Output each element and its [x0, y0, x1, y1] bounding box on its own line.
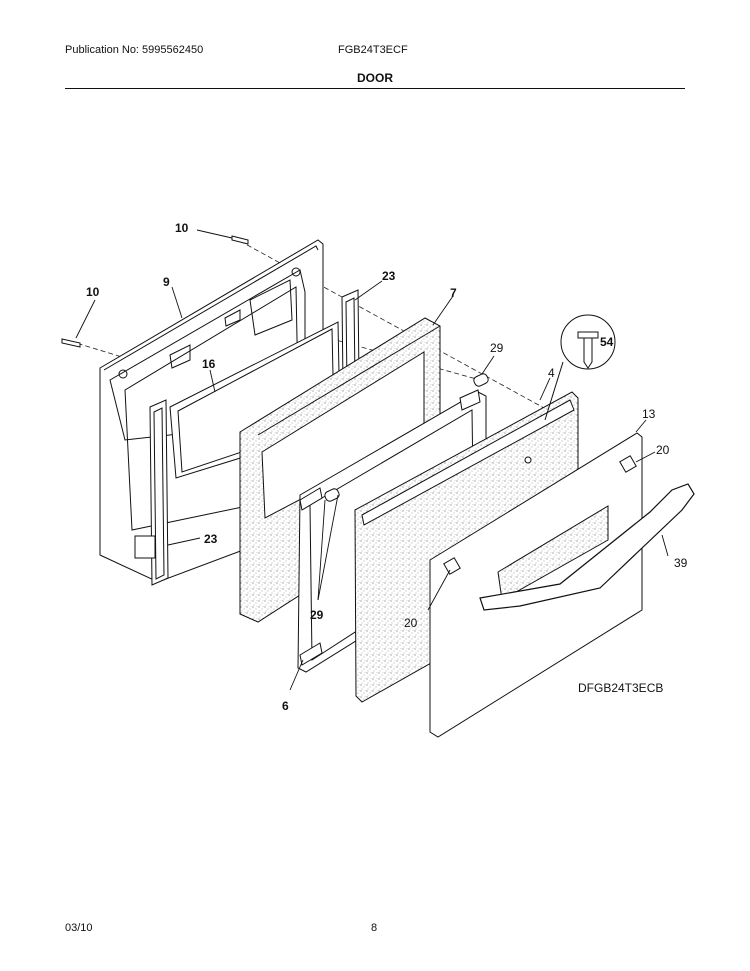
door-handle	[479, 483, 695, 611]
glass-standoffs	[324, 373, 489, 502]
callout-23-bottom: 23	[204, 532, 218, 546]
callout-23-top: 23	[382, 269, 396, 283]
header-divider	[65, 88, 685, 89]
screw-detail	[544, 314, 616, 421]
callout-10-top: 10	[175, 221, 189, 235]
callout-29-top: 29	[490, 341, 504, 355]
callout-20-right: 20	[656, 443, 670, 457]
diagram-id: DFGB24T3ECB	[578, 681, 663, 695]
model-number: FGB24T3ECF	[338, 44, 408, 56]
callout-29-bottom: 29	[310, 608, 324, 622]
callout-39: 39	[674, 556, 688, 570]
callout-20-bottom: 20	[404, 616, 418, 630]
callout-9: 9	[163, 275, 170, 289]
callout-leaders	[75, 229, 669, 691]
callout-16: 16	[202, 357, 216, 371]
footer-date: 03/10	[65, 922, 93, 934]
callout-54: 54	[600, 335, 614, 349]
callout-6: 6	[282, 699, 289, 713]
publication-number: Publication No: 5995562450	[65, 44, 204, 56]
screw-fasteners	[61, 235, 249, 348]
callout-13: 13	[642, 407, 656, 421]
section-title: DOOR	[357, 71, 393, 85]
callout-10-left: 10	[86, 285, 100, 299]
outer-door-panel	[429, 432, 643, 738]
callout-4: 4	[548, 366, 555, 380]
callout-7: 7	[450, 286, 457, 300]
page-number: 8	[371, 922, 378, 934]
callout-labels: 10 9 10 23 7 29 16 54 4 13 20 23 39 29 2…	[86, 221, 688, 713]
door-hinge-left	[134, 399, 169, 586]
